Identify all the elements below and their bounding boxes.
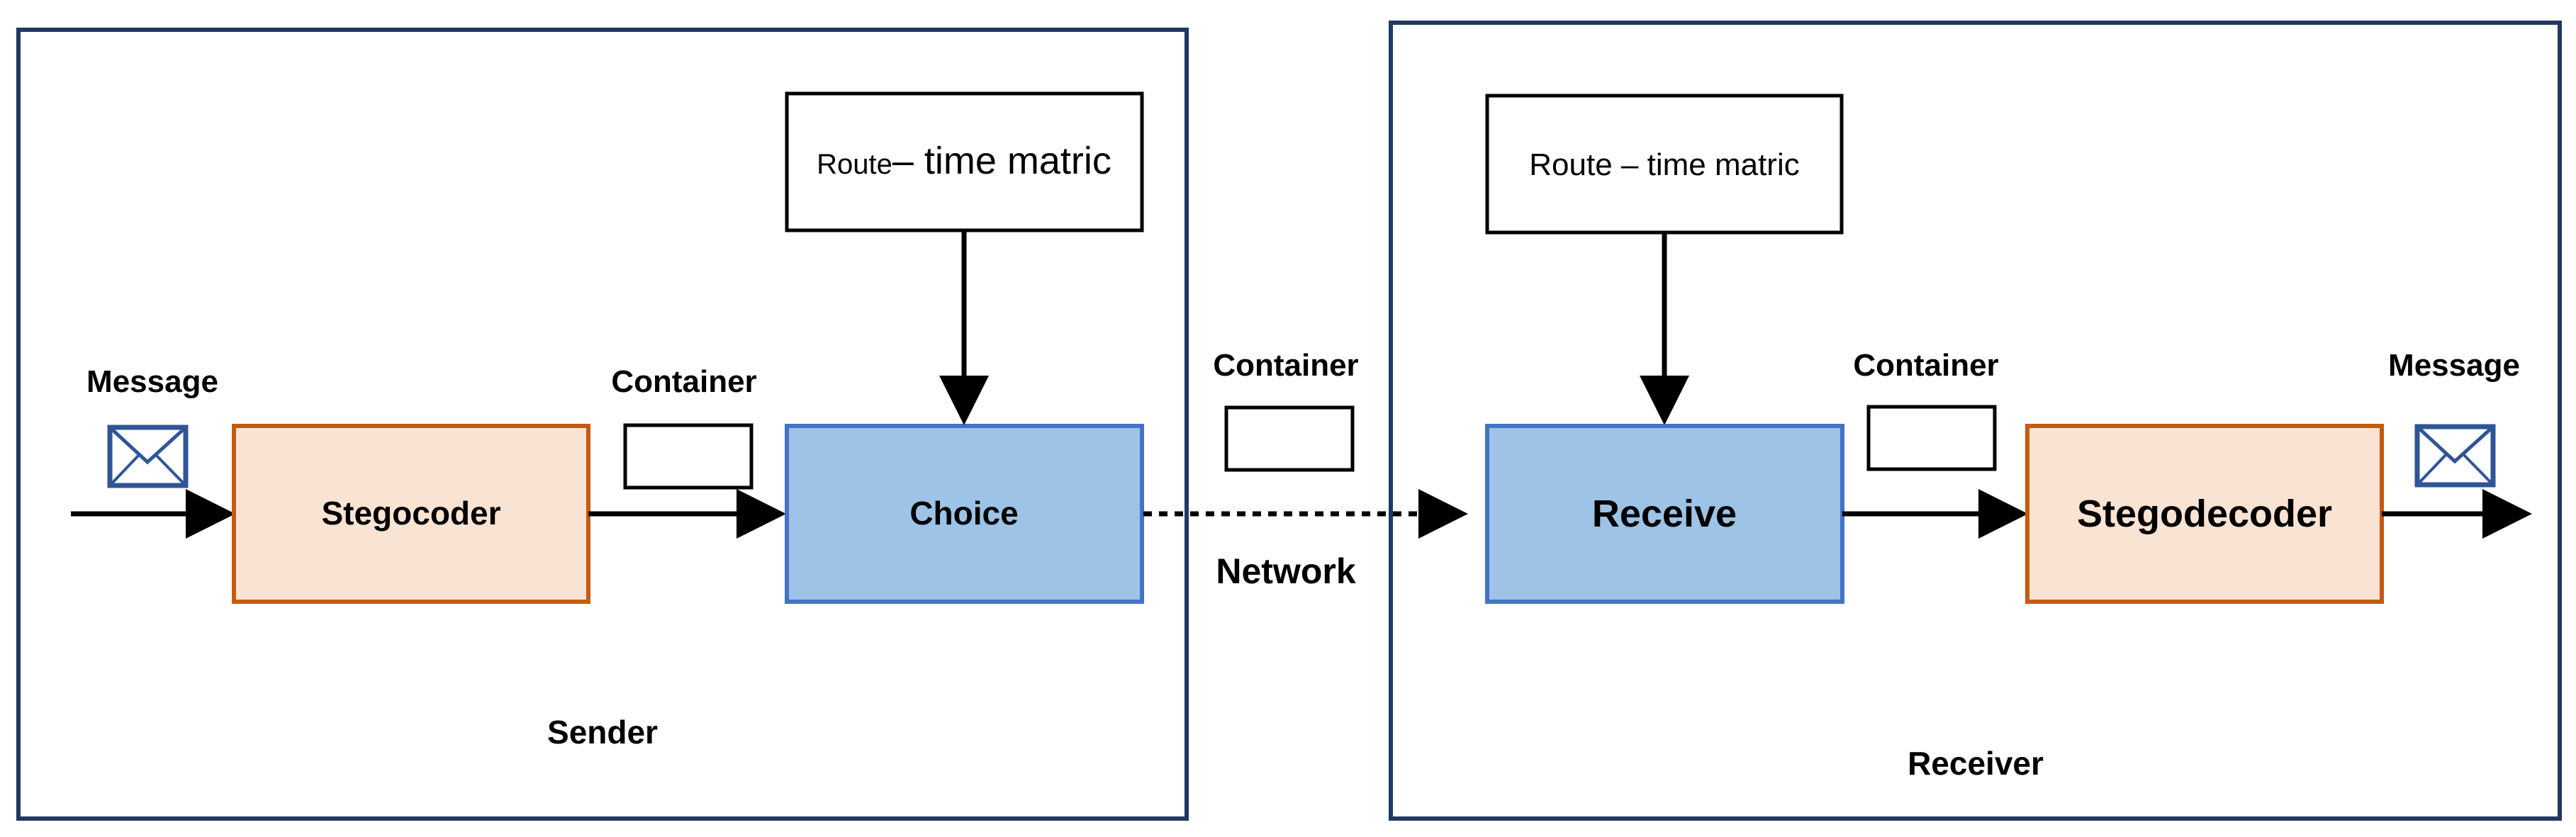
receiver-title: Receiver	[1908, 745, 2044, 782]
sender-container-box	[623, 423, 754, 490]
sender-route-box	[785, 91, 1144, 232]
receiver-container-label: Container	[1853, 348, 1998, 383]
receiver-message-label: Message	[2388, 348, 2520, 383]
network-label: Network	[1216, 551, 1355, 591]
stegocoder-label: Stegocoder	[321, 495, 500, 532]
stegodecoder-label: Stegodecoder	[2077, 493, 2332, 535]
sender-frame	[16, 28, 1189, 821]
receive-label: Receive	[1592, 493, 1737, 535]
sender-title: Sender	[547, 714, 658, 751]
choice-label: Choice	[909, 495, 1018, 532]
sender-message-label: Message	[86, 364, 218, 399]
envelope-icon	[2414, 424, 2496, 488]
choice-box	[785, 424, 1144, 604]
envelope-icon	[107, 425, 189, 488]
receiver-route-box	[1485, 94, 1844, 235]
receiver-container-box	[1866, 405, 1997, 471]
network-container-box	[1224, 405, 1355, 472]
sender-route-label: Route– time matric	[817, 140, 1111, 182]
stegodecoder-box	[2025, 424, 2384, 604]
sender-container-label: Container	[611, 364, 756, 399]
receiver-route-label: Route – time matric	[1529, 147, 1799, 182]
network-container-label: Container	[1213, 348, 1358, 383]
receiver-frame	[1389, 21, 2562, 821]
